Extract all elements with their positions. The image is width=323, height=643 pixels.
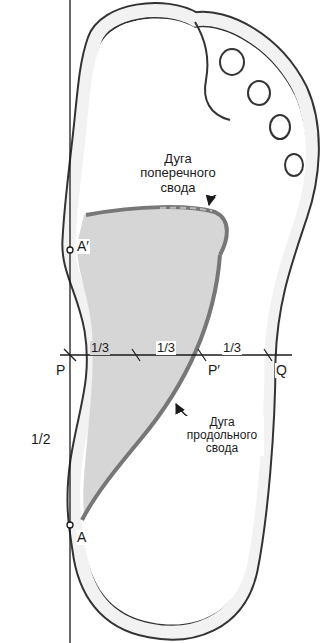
point-label: P′ bbox=[207, 363, 221, 378]
callout-text: Дуга продольного свода bbox=[180, 416, 264, 456]
point-a bbox=[67, 522, 73, 528]
third-tick bbox=[264, 349, 272, 361]
dimension-label: 1/3 bbox=[156, 341, 176, 355]
toe-prints bbox=[220, 49, 303, 176]
third-tick bbox=[132, 349, 140, 361]
point-label-box: P′ bbox=[207, 361, 221, 379]
transverse-arc bbox=[86, 207, 227, 255]
point-label-box: Q bbox=[275, 361, 288, 379]
tangent-line bbox=[69, 0, 70, 643]
callout-text-box: Дуга поперечного свода bbox=[132, 152, 224, 196]
point-a-prime bbox=[67, 247, 73, 253]
point-label-box: A bbox=[76, 528, 87, 546]
callout-text-box: Дуга продольного свода bbox=[180, 416, 264, 456]
transverse-arc-dash bbox=[160, 208, 212, 211]
p-tick bbox=[64, 349, 76, 361]
point-label-box: A′ bbox=[76, 237, 90, 255]
dimension-label-box: 1/3 bbox=[90, 338, 110, 356]
dimension-label-box: 1/2 bbox=[30, 430, 51, 448]
dimension-label: 1/2 bbox=[30, 432, 51, 447]
longitudinal-arc bbox=[82, 255, 220, 520]
foot-inner bbox=[75, 18, 306, 624]
point-label-box: P bbox=[55, 361, 66, 379]
dimension-label-box: 1/3 bbox=[222, 338, 242, 356]
point-label: A′ bbox=[76, 239, 90, 254]
dimension-label: 1/3 bbox=[90, 341, 110, 355]
arch-area bbox=[77, 207, 227, 515]
foot-outline bbox=[70, 10, 312, 632]
point-label: Q bbox=[275, 363, 288, 378]
callout-text: Дуга поперечного свода bbox=[132, 152, 224, 195]
foot-band bbox=[70, 10, 312, 632]
dimension-label-box: 1/3 bbox=[156, 338, 176, 356]
point-label: P bbox=[55, 363, 66, 378]
point-label: A bbox=[76, 530, 87, 545]
third-tick bbox=[198, 349, 206, 361]
dimension-label: 1/3 bbox=[222, 341, 242, 355]
